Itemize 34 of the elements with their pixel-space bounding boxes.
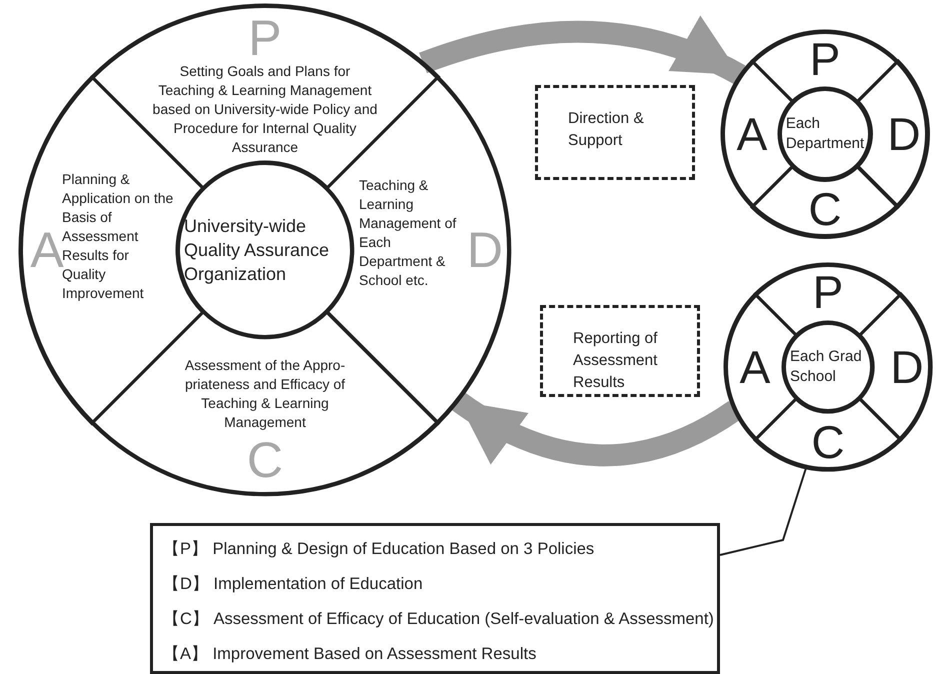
segment-letter: A: [740, 344, 770, 390]
segment-letter: P: [810, 36, 840, 82]
legend-line: 【D】 Implementation of Education: [163, 574, 423, 595]
dashed-text-box: Reporting of Assessment Results: [540, 305, 700, 397]
segment-letter: D: [890, 344, 924, 390]
segment-letter: A: [736, 110, 768, 157]
segment-letter: D: [466, 224, 504, 275]
center-circle: Each Department: [779, 88, 871, 180]
center-circle: University-wide Quality Assurance Organization: [177, 162, 353, 338]
segment-text: Assessment of the Appro- priateness and Efficacy of Teaching & Learning Management: [184, 356, 346, 432]
segment-text: Setting Goals and Plans for Teaching & Learning Management based on University-wide Policy and Procedure for Internal Quality Assurance: [152, 62, 378, 157]
center-circle: Each Grad School: [783, 322, 873, 412]
ring-segment: [753, 262, 903, 338]
legend-line: 【P】 Planning & Design of Education Based on 3 Policies: [163, 539, 594, 560]
segment-letter: A: [30, 224, 64, 275]
legend-line: 【C】 Assessment of Efficacy of Education (Self-evaluation & Assessment): [163, 609, 714, 630]
segment-letter: C: [246, 434, 284, 485]
ring-segment: [753, 396, 903, 472]
segment-letter: P: [248, 13, 282, 63]
ring-segment: [90, 310, 440, 497]
segment-letter: P: [812, 269, 844, 315]
segment-letter: D: [887, 110, 921, 157]
segment-text: Teaching & Learning Management of Each Department & School etc.: [358, 176, 458, 290]
dashed-text-box: Direction & Support: [535, 85, 695, 180]
ring-segment: [750, 164, 900, 239]
segment-text: Planning & Application on the Basis of Assessment Results for Quality Improvement: [62, 170, 174, 303]
ring-segment: [750, 29, 900, 104]
segment-letter: C: [811, 418, 845, 465]
legend-box: [150, 523, 720, 674]
legend-line: 【A】 Improvement Based on Assessment Results: [163, 644, 536, 665]
segment-letter: C: [808, 186, 842, 232]
curved-arrow: [452, 392, 741, 466]
curved-arrow: [419, 17, 746, 85]
leader-line: [720, 468, 807, 556]
